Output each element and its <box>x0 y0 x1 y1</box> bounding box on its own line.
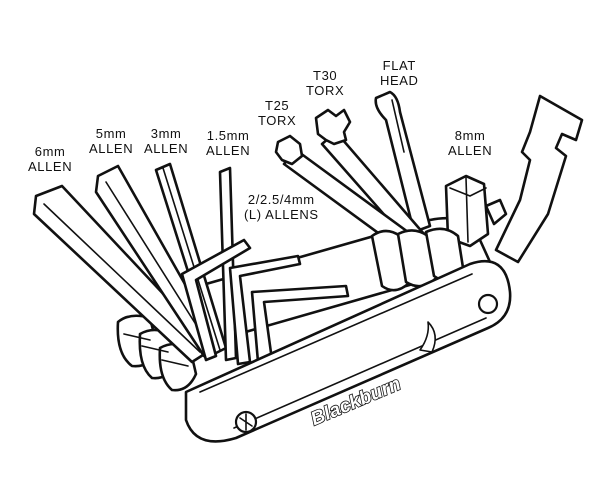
t25-torx-bit <box>274 134 410 248</box>
label-allen-5mm-type: ALLEN <box>89 141 134 156</box>
allen-1-5mm-bit <box>218 166 238 362</box>
label-allen-1-5mm-size: 1.5mm <box>206 128 250 143</box>
spoke-wrench-arm <box>484 94 584 264</box>
front-plate-bevel <box>199 273 487 429</box>
label-allen-5mm: 5mm ALLEN <box>89 126 133 156</box>
label-allen-8mm-size: 8mm <box>454 128 486 143</box>
label-allen-6mm-type: ALLEN <box>28 159 73 174</box>
label-l-allens-type: (L) ALLENS <box>244 207 319 222</box>
label-torx-t30-type: TORX <box>306 83 345 98</box>
label-l-allens-sizes: 2/2.5/4mm <box>247 192 315 207</box>
label-l-allens: 2/2.5/4mm (L) ALLENS <box>244 192 319 222</box>
label-flat-head-line2: HEAD <box>380 73 419 88</box>
label-allen-3mm: 3mm ALLEN <box>144 126 188 156</box>
label-allen-8mm: 8mm ALLEN <box>448 128 492 158</box>
label-allen-1-5mm-type: ALLEN <box>206 143 251 158</box>
pivot-bolt-left <box>234 410 258 434</box>
label-allen-5mm-size: 5mm <box>95 126 127 141</box>
label-flat-head: FLAT HEAD <box>380 58 419 88</box>
pivot-bolt-right <box>477 293 499 315</box>
allen-8mm-bit <box>444 174 490 248</box>
label-torx-t30-size: T30 <box>313 68 338 83</box>
label-torx-t25-size: T25 <box>265 98 290 113</box>
brand-flame-mark <box>419 321 436 353</box>
label-torx-t25-type: TORX <box>258 113 297 128</box>
label-allen-3mm-size: 3mm <box>150 126 182 141</box>
front-side-plate <box>184 259 512 443</box>
label-allen-8mm-type: ALLEN <box>448 143 493 158</box>
right-pivot-knuckles <box>370 227 466 292</box>
label-torx-t30: T30 TORX <box>306 68 344 98</box>
left-pivot-knuckles <box>116 314 198 392</box>
label-allen-3mm-type: ALLEN <box>144 141 189 156</box>
flat-head-bit <box>374 90 432 234</box>
label-allen-6mm: 6mm ALLEN <box>28 144 72 174</box>
label-torx-t25: T25 TORX <box>258 98 296 128</box>
label-flat-head-line1: FLAT <box>382 58 416 73</box>
label-allen-1-5mm: 1.5mm ALLEN <box>206 128 250 158</box>
label-allen-6mm-size: 6mm <box>34 144 66 159</box>
